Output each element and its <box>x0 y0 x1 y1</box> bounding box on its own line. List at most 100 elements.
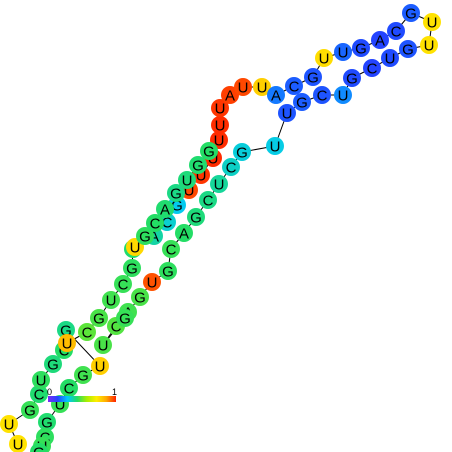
nucleotide: C <box>60 379 78 398</box>
nucleotide-circle <box>21 401 39 419</box>
nucleotide: A <box>267 86 285 105</box>
nucleotide: U <box>253 78 271 97</box>
nucleotide-circle <box>136 227 154 245</box>
nucleotide-circle <box>60 379 78 397</box>
nucleotide-circle <box>285 77 303 95</box>
nucleotide: G <box>304 68 322 87</box>
nucleotide-label: G <box>192 158 204 175</box>
nucleotide-circle <box>114 275 132 293</box>
nucleotide-circle <box>352 39 370 57</box>
nucleotide: G <box>30 443 48 452</box>
nucleotide-nodes: UUGCUGCGUGCUGCUGUCGUCGUACGUUUUUUAUUACGUU… <box>0 4 441 452</box>
nucleotide-label: G <box>402 42 414 59</box>
nucleotide-circle <box>38 413 56 431</box>
nucleotide-label: U <box>130 240 141 257</box>
nucleotide-label: U <box>215 101 226 118</box>
nucleotide: C <box>162 240 180 259</box>
nucleotide-label: C <box>111 319 122 336</box>
nucleotide-circle <box>313 86 331 104</box>
nucleotide-circle <box>131 288 149 306</box>
nucleotide: U <box>315 49 333 68</box>
nucleotide-label: C <box>317 88 328 105</box>
nucleotide-circle <box>187 208 205 226</box>
nucleotide: U <box>334 43 352 62</box>
nucleotide-circle <box>175 224 193 242</box>
nucleotide-label: C <box>34 387 45 404</box>
nucleotide-label: C <box>367 61 378 78</box>
nucleotide-label: G <box>77 368 89 385</box>
nucleotide: U <box>420 36 438 55</box>
nucleotide-circle <box>334 43 352 61</box>
nucleotide-label: U <box>238 80 249 97</box>
nucleotide-circle <box>116 309 134 327</box>
nucleotide-circle <box>146 214 164 232</box>
nucleotide-circle <box>234 78 252 96</box>
nucleotide: C <box>285 77 303 96</box>
nucleotide-circle <box>278 104 296 122</box>
nucleotide-label: U <box>106 293 117 310</box>
nucleotide-circle <box>334 86 352 104</box>
nucleotide: U <box>94 336 112 355</box>
nucleotide-label: G <box>355 41 367 58</box>
nucleotide-circle <box>200 142 218 160</box>
nucleotide-circle <box>210 175 228 193</box>
nucleotide-circle <box>159 262 177 280</box>
nucleotide-circle <box>91 357 109 375</box>
nucleotide: U <box>211 116 229 135</box>
nucleotide-circle <box>178 171 196 189</box>
nucleotide-label: A <box>179 226 189 243</box>
nucleotide: G <box>352 39 370 58</box>
nucleotide: A <box>156 200 174 219</box>
nucleotide: G <box>200 142 218 161</box>
nucleotide-label: U <box>257 80 268 97</box>
nucleotide-circle <box>167 184 185 202</box>
nucleotide: G <box>74 366 92 385</box>
nucleotide-circle <box>399 40 417 58</box>
nucleotide-label: C <box>162 215 173 232</box>
nucleotide: C <box>199 191 217 210</box>
nucleotide-circle <box>402 4 420 22</box>
nucleotide-label: G <box>41 415 53 432</box>
color-scale-max-label: 1 <box>112 387 117 397</box>
nucleotide: U <box>234 78 252 97</box>
nucleotide-label: G <box>307 70 319 87</box>
nucleotide-circle <box>211 99 229 117</box>
nucleotide-circle <box>90 309 108 327</box>
nucleotide-label: A <box>160 202 170 219</box>
nucleotide: C <box>30 385 48 404</box>
nucleotide-circle <box>315 49 333 67</box>
nucleotide-label: U <box>95 359 106 376</box>
nucleotide-label: G <box>93 311 105 328</box>
nucleotide-label: G <box>139 229 151 246</box>
nucleotide-circle <box>253 78 271 96</box>
nucleotide: U <box>0 415 18 434</box>
nucleotide-label: U <box>385 51 396 68</box>
nucleotide-label: U <box>4 417 15 434</box>
nucleotide: A <box>175 224 193 243</box>
nucleotide-label: G <box>126 261 138 278</box>
nucleotide-label: A <box>271 88 281 105</box>
nucleotide: U <box>381 49 399 68</box>
nucleotide: C <box>222 158 240 177</box>
nucleotide: G <box>21 401 39 420</box>
nucleotide: G <box>123 259 141 278</box>
nucleotide-label: U <box>147 275 158 292</box>
nucleotide: C <box>114 275 132 294</box>
nucleotide-circle <box>94 336 112 354</box>
nucleotide: A <box>371 31 389 50</box>
nucleotide-circle <box>123 259 141 277</box>
nucleotide-label: G <box>162 264 174 281</box>
nucleotide-circle <box>44 355 62 373</box>
nucleotide-label: G <box>33 445 45 452</box>
nucleotide-circle <box>199 191 217 209</box>
nucleotide-label: U <box>98 338 109 355</box>
nucleotide-label: U <box>13 437 24 452</box>
nucleotide: U <box>143 273 161 292</box>
nucleotide: U <box>278 104 296 123</box>
nucleotide-label: U <box>338 45 349 62</box>
nucleotide-label: U <box>319 51 330 68</box>
nucleotide: G <box>38 413 56 432</box>
nucleotide-circle <box>343 69 361 87</box>
nucleotide: C <box>78 323 96 342</box>
nucleotide-label: G <box>170 186 182 203</box>
